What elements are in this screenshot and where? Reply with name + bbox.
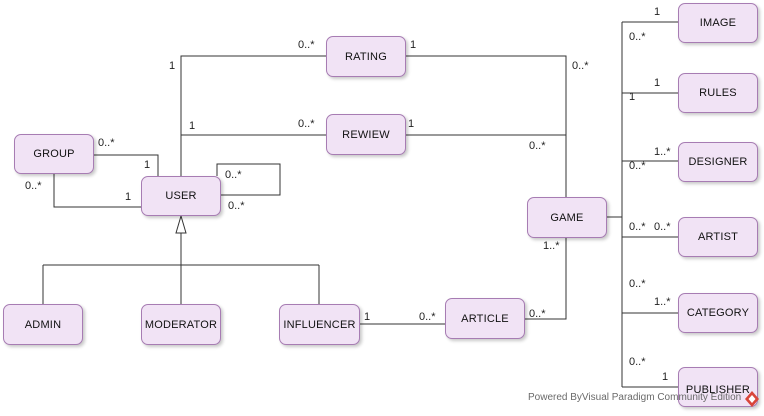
multiplicity-label: 0..* — [298, 118, 315, 130]
entity-rewiew[interactable]: REWIEW — [326, 114, 406, 155]
multiplicity-label: 1 — [662, 371, 669, 383]
multiplicity-label: 0..* — [572, 60, 589, 72]
multiplicity-label: 1 — [189, 120, 196, 132]
multiplicity-label: 0..* — [419, 311, 436, 323]
multiplicity-label: 1 — [408, 118, 415, 130]
multiplicity-label: 0..* — [529, 308, 546, 320]
entity-article[interactable]: ARTICLE — [445, 298, 525, 339]
entity-artist[interactable]: ARTIST — [678, 217, 758, 257]
entity-moderator[interactable]: MODERATOR — [141, 304, 221, 345]
multiplicity-label: 1 — [125, 191, 132, 203]
user-self-association — [216, 163, 281, 196]
visual-paradigm-logo-icon — [745, 391, 759, 407]
multiplicity-label: 1 — [654, 6, 661, 18]
multiplicity-label: 1 — [410, 39, 417, 51]
multiplicity-label: 1 — [169, 60, 176, 72]
multiplicity-label: 0..* — [298, 39, 315, 51]
multiplicity-label: 1..* — [654, 146, 671, 158]
multiplicity-label: 0..* — [629, 278, 646, 290]
multiplicity-label: 1 — [629, 91, 636, 103]
watermark-text: Powered ByVisual Paradigm Community Edit… — [528, 392, 742, 403]
group-user-association-2 — [53, 174, 141, 208]
multiplicity-label: 1 — [654, 77, 661, 89]
entity-designer[interactable]: DESIGNER — [678, 142, 758, 182]
entity-rating[interactable]: RATING — [326, 36, 406, 77]
multiplicity-label: 0..* — [98, 137, 115, 149]
entity-user[interactable]: USER — [141, 176, 221, 216]
entity-publisher[interactable]: PUBLISHER — [678, 367, 758, 407]
multiplicity-label: 0..* — [654, 221, 671, 233]
entity-group[interactable]: GROUP — [14, 134, 94, 174]
entity-image[interactable]: IMAGE — [678, 3, 758, 43]
multiplicity-label: 0..* — [225, 169, 242, 181]
user-rating-association — [180, 55, 326, 176]
group-user-association — [94, 154, 159, 176]
rating-game-association — [406, 55, 567, 197]
multiplicity-label: 0..* — [629, 221, 646, 233]
article-game-association — [525, 238, 567, 320]
multiplicity-label: 0..* — [629, 356, 646, 368]
multiplicity-label: 1..* — [543, 240, 560, 252]
generalization-arrowhead — [175, 214, 187, 234]
multiplicity-label: 0..* — [529, 140, 546, 152]
multiplicity-label: 0..* — [629, 160, 646, 172]
entity-category[interactable]: CATEGORY — [678, 293, 758, 333]
entity-rules[interactable]: RULES — [678, 73, 758, 113]
multiplicity-label: 0..* — [228, 200, 245, 212]
entity-game[interactable]: GAME — [527, 197, 607, 238]
multiplicity-label: 1..* — [654, 296, 671, 308]
multiplicity-label: 1 — [364, 311, 371, 323]
multiplicity-label: 0..* — [629, 31, 646, 43]
multiplicity-label: 0..* — [25, 180, 42, 192]
entity-influencer[interactable]: INFLUENCER — [279, 304, 360, 345]
multiplicity-label: 1 — [144, 159, 151, 171]
entity-admin[interactable]: ADMIN — [3, 304, 83, 345]
